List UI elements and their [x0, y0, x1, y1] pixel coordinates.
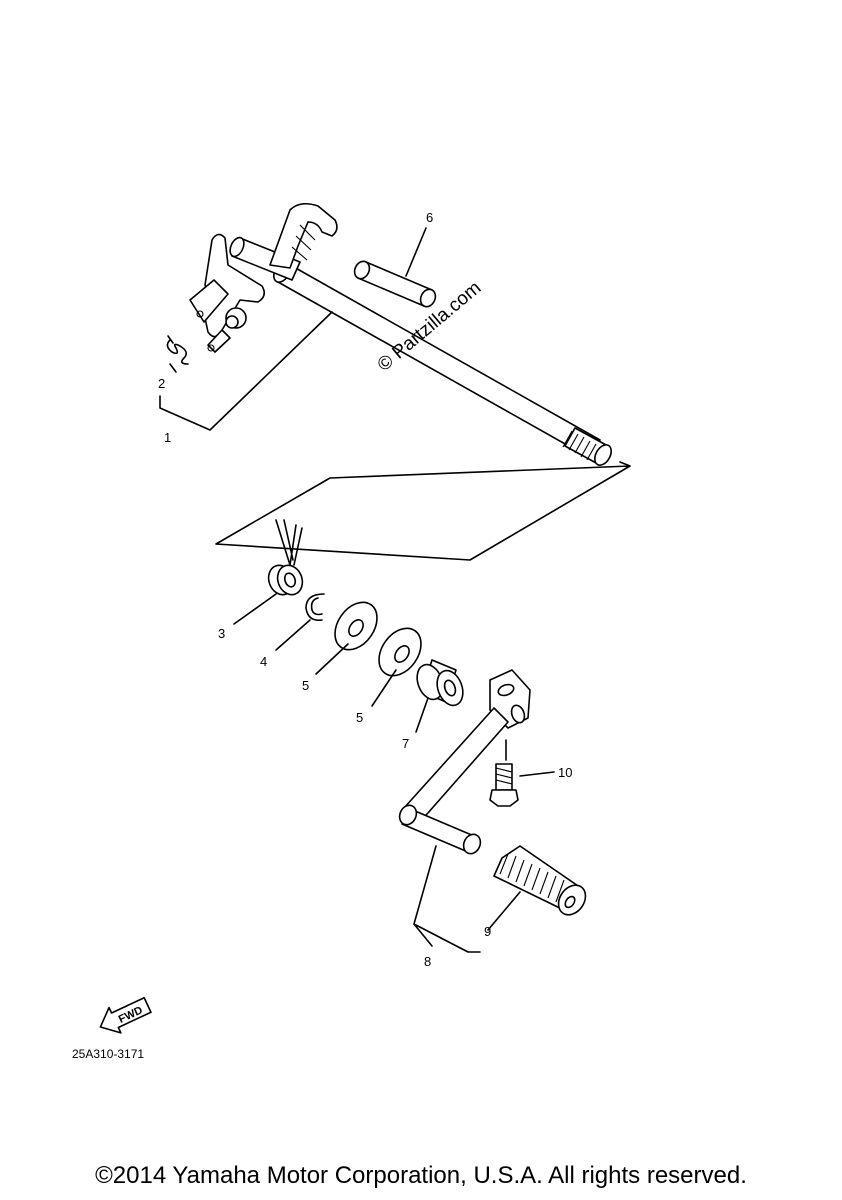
callout-6: 6 [426, 210, 433, 225]
copyright-notice: ©2014 Yamaha Motor Corporation, U.S.A. A… [95, 1162, 747, 1189]
callout-2: 2 [158, 376, 165, 391]
leader-lines [159, 227, 631, 953]
collar[interactable] [413, 659, 468, 709]
callout-5b: 5 [356, 710, 363, 725]
washer-2[interactable] [370, 620, 429, 683]
fwd-arrow-icon: FWD [99, 996, 152, 1034]
oil-seal[interactable] [265, 519, 307, 598]
bolt[interactable] [489, 763, 519, 807]
fwd-label: FWD [117, 1004, 145, 1025]
callout-7: 7 [402, 736, 409, 751]
callout-3: 3 [218, 626, 225, 641]
callout-4: 4 [260, 654, 267, 669]
callout-10: 10 [558, 765, 572, 780]
callouts: 1 2 3 4 5 5 6 7 8 9 10 [158, 210, 572, 969]
callout-5a: 5 [302, 678, 309, 693]
dowel-pin[interactable] [352, 259, 438, 309]
callout-8: 8 [424, 954, 431, 969]
shift-pedal[interactable] [397, 669, 531, 856]
diagram-code: 25A310-3171 [72, 1047, 144, 1061]
callout-1: 1 [164, 430, 171, 445]
shift-shaft-assembly[interactable] [189, 202, 615, 468]
washer-1[interactable] [326, 594, 385, 657]
torsion-spring[interactable] [166, 335, 189, 365]
rubber-foot-pad[interactable] [493, 845, 591, 920]
circlip[interactable] [305, 593, 325, 622]
callout-9: 9 [484, 924, 491, 939]
